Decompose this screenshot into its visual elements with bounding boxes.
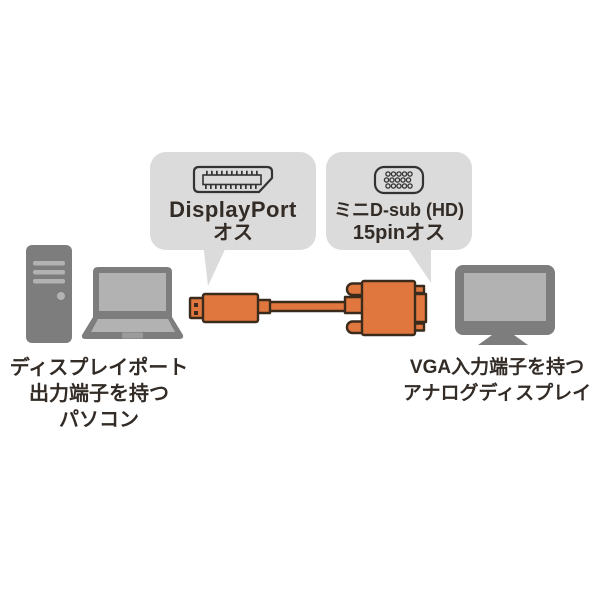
tower-vent-1: [33, 261, 65, 266]
tower-power-button: [57, 292, 65, 300]
dp-plug-pin-2: [194, 311, 198, 315]
laptop-keyboard: [91, 319, 175, 332]
dp-icon-slot: [202, 174, 262, 186]
dp-plug-body: [201, 292, 260, 324]
dp-to-vga-cable-icon: [188, 279, 428, 337]
tower-vent-3: [33, 279, 65, 284]
monitor-screen: [464, 273, 546, 321]
cable-cord: [265, 300, 351, 313]
right-callout-tail: [404, 243, 431, 283]
left-callout-tail: [203, 243, 228, 286]
vga-icon-pin-holes: [383, 171, 413, 189]
desktop-tower-icon: [26, 245, 72, 343]
laptop-screen: [99, 273, 166, 311]
tower-body: [26, 245, 72, 343]
source-caption-line3: パソコン: [59, 409, 139, 431]
displayport-callout-gender: オス: [213, 222, 253, 244]
monitor-stand: [478, 335, 528, 345]
destination-caption: VGA入力端子を持つ アナログディスプレイ: [396, 355, 598, 407]
laptop-trackpad: [122, 332, 143, 339]
destination-caption-line1: VGA入力端子を持つ: [409, 357, 585, 378]
vga-callout-name: ミニD-sub (HD): [334, 200, 464, 220]
vga-plug-body: [360, 279, 417, 337]
displayport-callout-name: DisplayPort: [169, 197, 297, 222]
destination-caption-line2: アナログディスプレイ: [402, 383, 592, 404]
analog-display-icon: [455, 265, 555, 345]
source-caption-line2: 出力端子を持つ: [29, 383, 169, 405]
dp-icon-outline: [192, 165, 274, 194]
laptop-icon: [81, 267, 184, 339]
mini-dsub15-connector-icon: [373, 165, 425, 195]
vga-callout: ミニD-sub (HD) 15pinオス: [326, 152, 472, 250]
vga-icon-outline: [373, 165, 425, 195]
source-caption-line1: ディスプレイポート: [9, 357, 189, 379]
displayport-callout: DisplayPort オス: [150, 152, 316, 250]
vga-callout-gender: 15pinオス: [352, 222, 446, 244]
source-caption: ディスプレイポート 出力端子を持つ パソコン: [0, 355, 198, 433]
displayport-connector-icon: [192, 165, 274, 194]
tower-vent-2: [33, 270, 65, 275]
dp-plug-pin-1: [194, 303, 198, 307]
